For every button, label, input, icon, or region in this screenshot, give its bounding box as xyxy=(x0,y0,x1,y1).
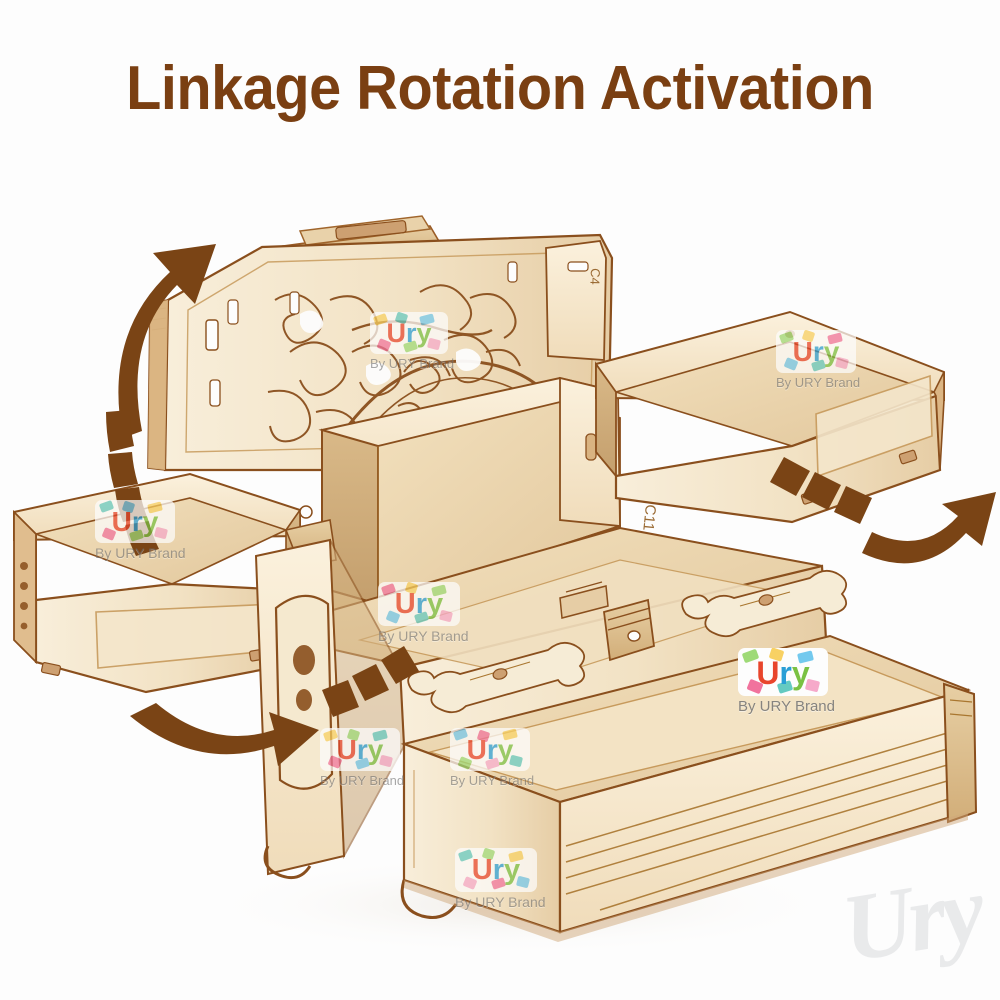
arrow-right xyxy=(770,457,996,564)
right-tray xyxy=(595,310,945,524)
engraving-c4: C4 xyxy=(587,268,603,285)
carved-handle-left xyxy=(407,641,586,714)
drawer-center-clasp xyxy=(559,581,655,662)
center-compartment: C11 xyxy=(318,376,659,642)
drawer-rib-lines xyxy=(565,727,965,911)
lid-right-post xyxy=(545,240,607,361)
engraving-c11: C11 xyxy=(639,504,659,532)
page-title: Linkage Rotation Activation xyxy=(126,54,874,123)
arrow-bottom-left xyxy=(130,646,419,766)
middle-drawer xyxy=(325,526,848,748)
carved-handle-right xyxy=(681,569,848,638)
